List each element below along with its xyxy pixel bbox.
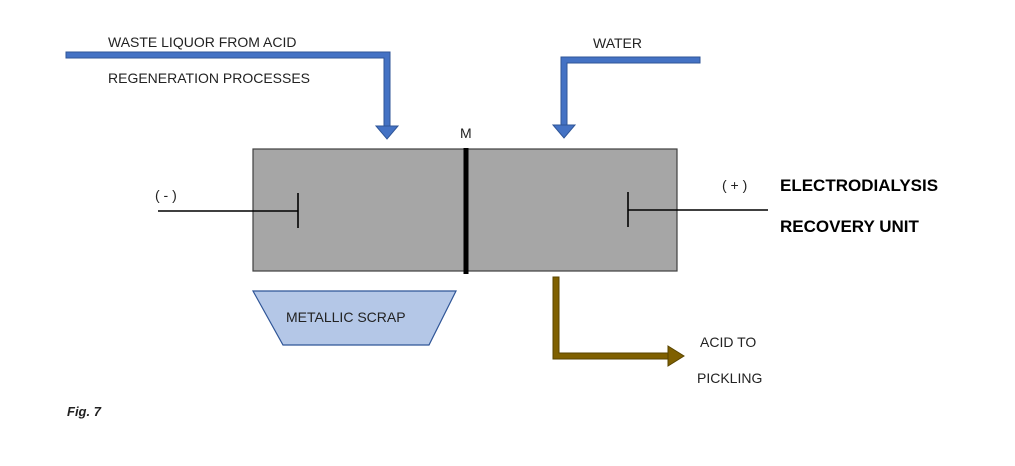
acid-outlet-arrow bbox=[552, 276, 685, 367]
waste-liquor-label-line2: REGENERATION PROCESSES bbox=[108, 70, 310, 86]
water-label: WATER bbox=[593, 35, 642, 51]
unit-title-line1: ELECTRODIALYSIS bbox=[780, 176, 938, 195]
acid-outlet-label-line2: PICKLING bbox=[697, 370, 762, 386]
unit-title-line2: RECOVERY UNIT bbox=[780, 217, 919, 236]
water-inlet-arrow bbox=[551, 56, 701, 139]
positive-electrode-label: ( + ) bbox=[722, 177, 747, 193]
negative-electrode-label: ( - ) bbox=[155, 187, 177, 203]
figure-caption: Fig. 7 bbox=[67, 404, 102, 419]
metallic-scrap-container bbox=[251, 290, 457, 346]
positive-electrode bbox=[627, 192, 768, 227]
waste-liquor-inlet-arrow bbox=[65, 51, 400, 140]
metallic-scrap-label: METALLIC SCRAP bbox=[286, 309, 406, 325]
acid-outlet-label-line1: ACID TO bbox=[700, 334, 756, 350]
waste-liquor-label-line1: WASTE LIQUOR FROM ACID bbox=[108, 34, 297, 50]
negative-electrode bbox=[158, 193, 299, 228]
membrane-label: M bbox=[460, 125, 472, 141]
